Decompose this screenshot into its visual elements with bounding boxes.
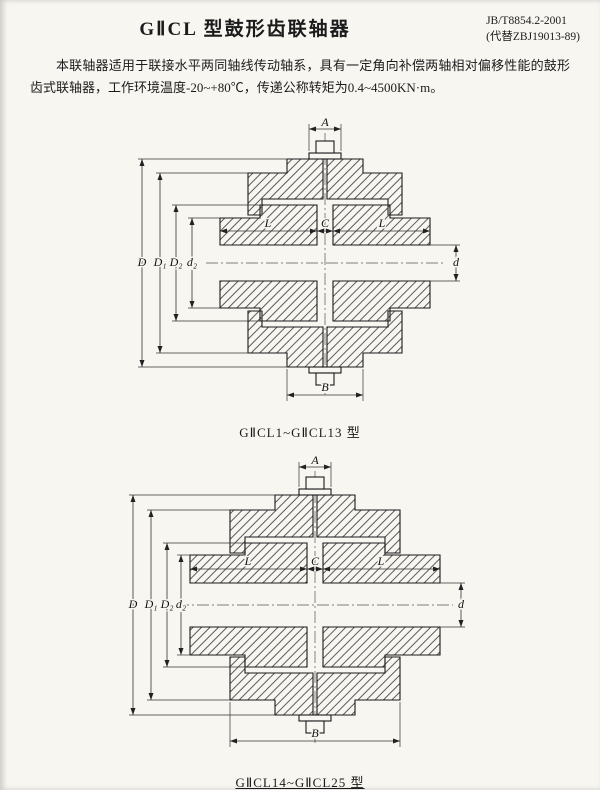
centerlines: [177, 471, 453, 744]
dim-label-d2: d₂: [176, 597, 186, 611]
coupling-drawing-2: A L C L D D₁: [126, 452, 467, 748]
centerlines: [206, 133, 444, 396]
dimension-d-bore: d: [440, 582, 467, 628]
dimension-D: D: [126, 494, 275, 716]
dim-label-B: B: [311, 726, 319, 740]
page-header: GⅡCL 型鼓形齿联轴器 JB/T8854.2-2001 (代替ZBJ19013…: [0, 0, 600, 43]
dim-label-D2: D₂: [169, 255, 183, 269]
dim-label-d: d: [453, 255, 460, 269]
figure-giicl1-13: A L C L D D₁: [0, 114, 600, 441]
dimension-D: D: [135, 158, 287, 368]
dimension-d2: d₂: [174, 554, 190, 656]
flange-bolt-bottom: [308, 366, 342, 386]
coupling-drawing-1: A L C L D D₁: [135, 114, 462, 402]
standard-replaces-note: (代替ZBJ19013-89): [486, 31, 580, 44]
dimension-B: B: [229, 702, 401, 748]
dim-label-D: D: [128, 597, 138, 611]
dim-label-A: A: [320, 115, 329, 129]
dimension-B: B: [286, 369, 364, 402]
dim-label-D2: D₂: [160, 597, 174, 611]
dim-label-B: B: [321, 380, 329, 394]
dimension-A: A: [308, 114, 342, 152]
dim-label-D1: D₁: [144, 597, 158, 611]
dim-label-A: A: [310, 455, 319, 467]
figure-giicl14-25: A L C L D D₁: [0, 452, 600, 790]
dimension-LCL: L C L: [190, 553, 440, 572]
hub-sections: [219, 204, 431, 322]
flange-bolt-bottom: [298, 714, 332, 734]
standard-block: JB/T8854.2-2001 (代替ZBJ19013-89): [486, 13, 580, 45]
dimension-D2: D₂: [167, 204, 260, 322]
dimension-d2: d₂: [185, 217, 220, 309]
dimension-D1: D₁: [151, 172, 248, 354]
dim-label-L-right: L: [377, 554, 385, 568]
dim-label-D: D: [137, 255, 147, 269]
dimension-D2: D₂: [158, 542, 245, 668]
standard-number: JB/T8854.2-2001: [486, 15, 567, 27]
flange-bolt-top: [308, 140, 342, 160]
dim-label-C: C: [311, 554, 320, 568]
dimension-d-bore: d: [430, 244, 462, 282]
figure1-caption: GⅡCL1~GⅡCL13 型: [239, 425, 361, 441]
intro-paragraph: 本联轴器适用于联接水平两同轴线传动轴系，具有一定角向补偿两轴相对偏移性能的鼓形齿…: [30, 58, 570, 96]
dim-label-d: d: [458, 597, 465, 611]
dimension-D1: D₁: [142, 509, 230, 701]
dimension-A: A: [298, 452, 332, 488]
dim-label-L-right: L: [378, 216, 386, 230]
dim-label-L-left: L: [264, 216, 272, 230]
dimension-LCL: L C L: [220, 215, 430, 234]
dim-label-D1: D₁: [153, 255, 167, 269]
dim-label-L-left: L: [244, 554, 252, 568]
flange-bolt-top: [298, 476, 332, 496]
dim-label-d2: d₂: [187, 255, 197, 269]
outer-sleeve-sections: [247, 158, 403, 368]
hub-sections: [189, 542, 441, 668]
page-title: GⅡCL 型鼓形齿联轴器: [139, 19, 351, 40]
figure2-caption: GⅡCL14~GⅡCL25 型: [235, 775, 365, 790]
dim-label-C: C: [321, 216, 330, 230]
